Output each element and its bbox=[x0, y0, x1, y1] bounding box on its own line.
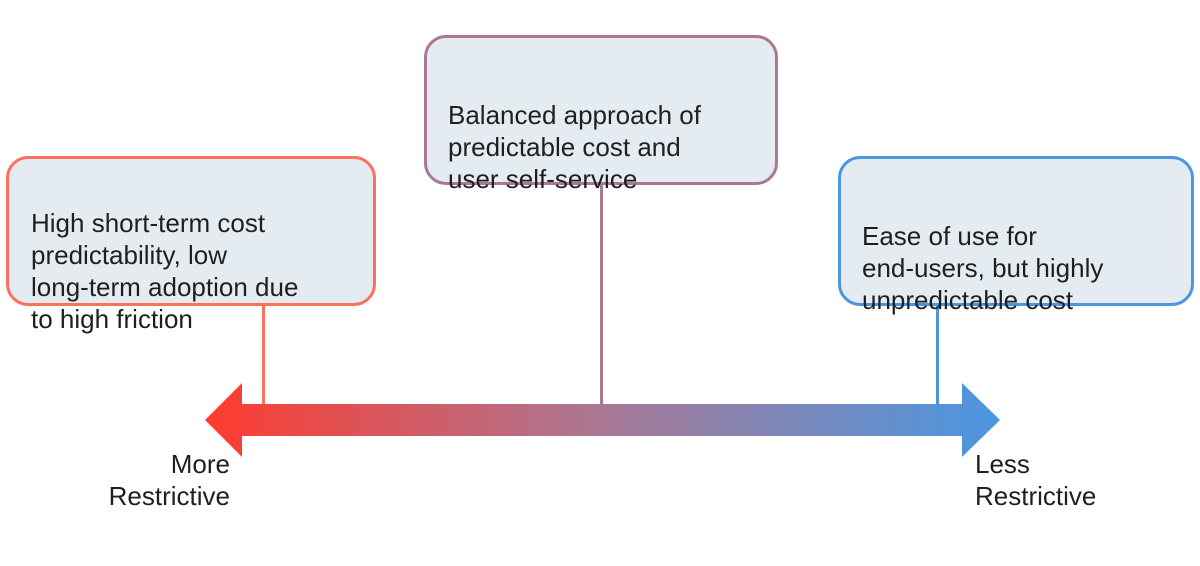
balanced-approach-text: Balanced approach of predictable cost an… bbox=[448, 100, 701, 194]
less-restrictive-label: Less Restrictive bbox=[975, 449, 1097, 511]
balanced-approach-box: Balanced approach of predictable cost an… bbox=[424, 35, 778, 194]
center-connector bbox=[600, 185, 603, 404]
restrictive-approach-box: High short-term cost predictability, low… bbox=[6, 156, 376, 334]
left-connector bbox=[262, 306, 265, 404]
axis-arrow-shape bbox=[205, 383, 1000, 457]
permissive-approach-text: Ease of use for end-users, but highly un… bbox=[862, 221, 1104, 315]
permissive-approach-box: Ease of use for end-users, but highly un… bbox=[838, 156, 1194, 315]
restrictive-approach-text: High short-term cost predictability, low… bbox=[31, 208, 299, 334]
right-connector bbox=[936, 306, 939, 404]
more-restrictive-label: More Restrictive bbox=[108, 449, 230, 511]
